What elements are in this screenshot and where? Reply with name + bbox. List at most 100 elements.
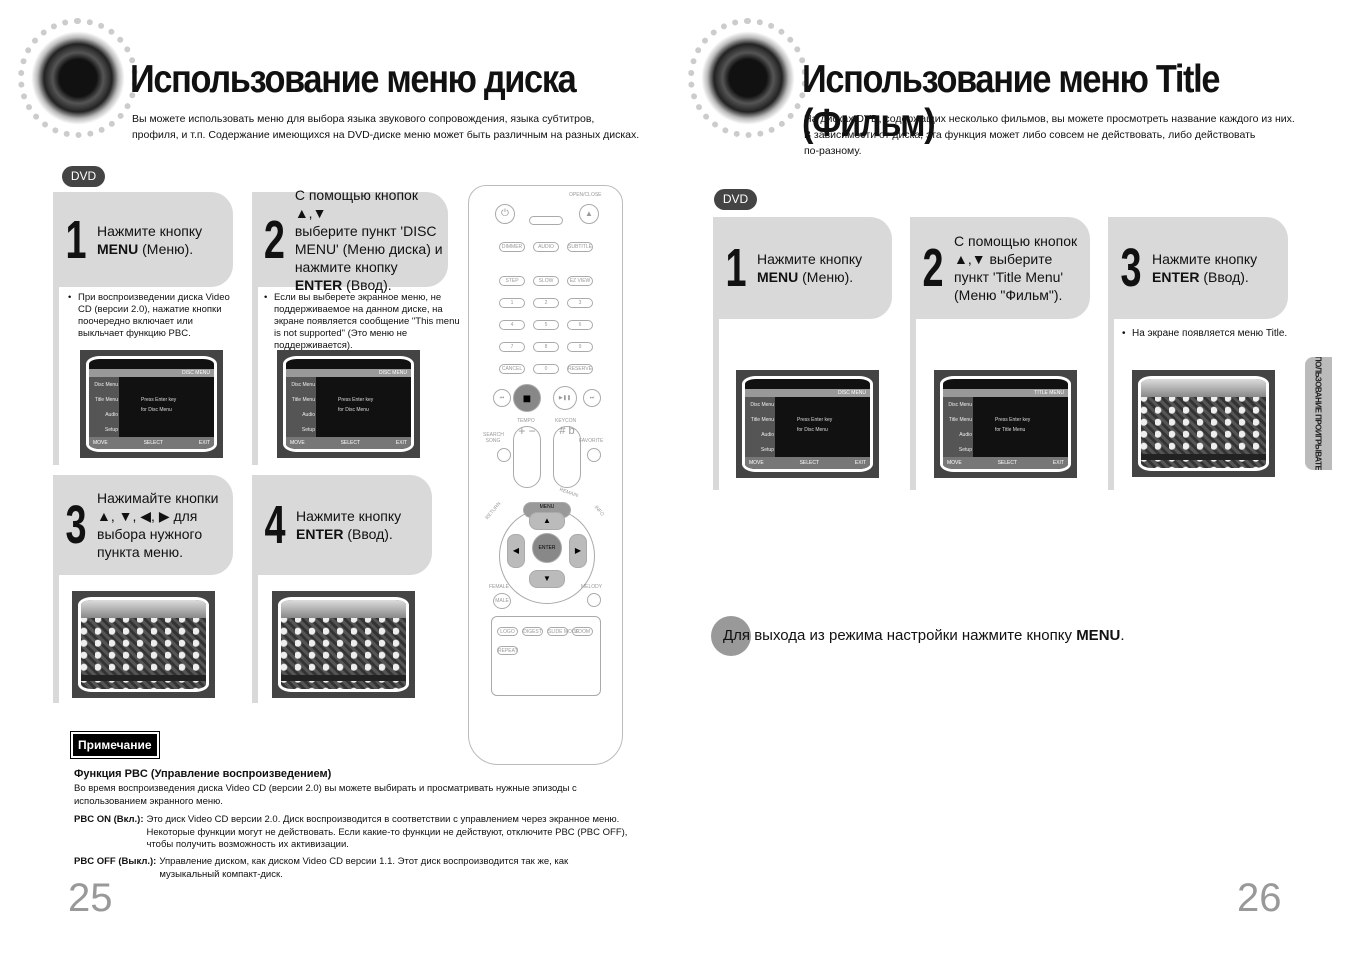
movie-screen-illustration xyxy=(272,591,415,698)
remote-button: 7 xyxy=(499,342,525,352)
intro-text: На дисках DVD, содержащих несколько филь… xyxy=(804,113,1295,157)
divider xyxy=(1108,217,1114,490)
remote-button: SLIDE MODE xyxy=(547,627,579,636)
menu-item: Disc Menu xyxy=(948,401,972,408)
divider xyxy=(910,217,916,490)
remote-button: REPEAT xyxy=(497,646,518,655)
remote-button xyxy=(497,448,511,462)
step-note: Если вы выберете экранное меню, не подде… xyxy=(264,292,464,352)
remote-button xyxy=(587,593,601,607)
remote-button: MALE xyxy=(493,593,511,609)
menu-footer-label: SELECT xyxy=(997,460,1018,466)
remote-button: 0 xyxy=(533,364,559,374)
remote-button: ▶ xyxy=(569,534,587,568)
menu-footer-label: MOVE xyxy=(93,440,108,446)
step-number: 3 xyxy=(65,495,87,555)
remote-button: ■ xyxy=(513,384,541,412)
remote-button: ⏻ xyxy=(495,204,515,224)
step-text: С помощью кнопок ▲,▼выберите пункт 'DISC… xyxy=(294,186,443,293)
remote-button: 4 xyxy=(499,320,525,330)
movie-screen-illustration xyxy=(1132,370,1275,477)
step-number: 2 xyxy=(263,209,285,270)
remote-button: CANCEL xyxy=(499,364,525,374)
menu-item: Title Menu xyxy=(291,396,315,403)
remote-button-label: OPEN/CLOSE xyxy=(569,192,602,198)
remote-button: 6 xyxy=(567,320,593,330)
menu-item: Setup xyxy=(104,426,118,433)
page-title: Использование меню диска xyxy=(130,58,577,101)
menu-footer-label: EXIT xyxy=(1052,460,1064,466)
step-number: 1 xyxy=(725,238,747,298)
remote-button-label: SEARCH SONG xyxy=(483,432,504,444)
movie-screen-illustration xyxy=(72,591,215,698)
remote-button: ⏭ xyxy=(583,389,601,407)
remote-button: 8 xyxy=(533,342,559,352)
remote-button: SUBTITLE xyxy=(567,242,593,252)
remote-button: STEP xyxy=(499,276,525,286)
menu-item: Audio xyxy=(959,431,972,438)
remote-button: ▲ xyxy=(579,204,599,224)
remote-button: ◀ xyxy=(507,534,525,568)
step-note: При воспроизведении диска Video CD (верс… xyxy=(68,292,240,340)
intro-text: Вы можете использовать меню для выбора я… xyxy=(132,113,640,141)
speaker-icon xyxy=(688,18,808,138)
remote-button: LOGO xyxy=(497,627,518,636)
remote-button: DIMMER xyxy=(499,242,525,252)
speaker-icon xyxy=(18,18,138,138)
remote-button-label: REMAIN xyxy=(558,486,579,500)
menu-item: Title Menu xyxy=(750,416,774,423)
menu-item: Title Menu xyxy=(948,416,972,423)
remote-button: EZ VIEW xyxy=(567,276,593,286)
exit-note: Для выхода из режима настройки нажмите к… xyxy=(723,627,1125,644)
note-label: Примечание xyxy=(70,731,160,759)
menu-footer-label: EXIT xyxy=(854,460,866,466)
exit-note-circle xyxy=(711,616,751,656)
remote-button-label: RETURN xyxy=(484,501,503,521)
menu-item: Disc Menu xyxy=(291,381,315,388)
remote-button: ENTER xyxy=(532,533,562,563)
note-body: Во время воспроизведения диска Video CD … xyxy=(74,783,577,807)
remote-button xyxy=(491,616,601,696)
remote-button: ▶❚❚ xyxy=(553,386,577,410)
remote-button xyxy=(529,216,563,225)
remote-button: ⏮ xyxy=(493,389,511,407)
remote-button: SLOW xyxy=(533,276,559,286)
remote-button: 2 xyxy=(533,298,559,308)
menu-item: Setup xyxy=(958,446,972,453)
remote-button: ▲ xyxy=(529,512,565,530)
remote-button: # b xyxy=(553,426,581,488)
page-title: Использование меню Title (Фильм) xyxy=(802,58,1220,145)
menu-item: Setup xyxy=(760,446,774,453)
remote-button: + − xyxy=(513,425,541,488)
divider xyxy=(53,475,59,703)
remote-button-label: MELODY xyxy=(581,584,603,590)
remote-button: 3 xyxy=(567,298,593,308)
remote-button-label: TEMPO xyxy=(517,418,535,424)
dvd-badge: DVD xyxy=(714,189,757,210)
divider xyxy=(252,192,258,465)
menu-footer-label: SELECT xyxy=(340,440,361,446)
menu-item: Audio xyxy=(302,411,315,418)
menu-footer-label: EXIT xyxy=(198,440,210,446)
step-number: 1 xyxy=(65,209,87,270)
remote-button: 1 xyxy=(499,298,525,308)
menu-footer-label: SELECT xyxy=(143,440,164,446)
menu-footer-label: EXIT xyxy=(395,440,407,446)
remote-button: 9 xyxy=(567,342,593,352)
remote-button-label: FAVORITE xyxy=(579,438,604,444)
menu-item: Setup xyxy=(301,426,315,433)
remote-button: 5 xyxy=(533,320,559,330)
remote-button: DIGEST xyxy=(522,627,543,636)
page-number: 26 xyxy=(1237,876,1282,920)
remote-button-label: INFO xyxy=(592,504,606,518)
